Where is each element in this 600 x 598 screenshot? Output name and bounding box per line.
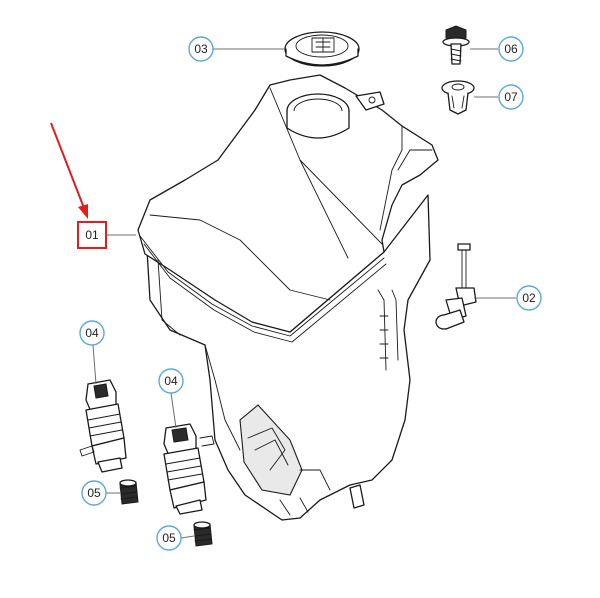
callout-05-left-label: 05 (87, 486, 101, 500)
washer-reservoir[interactable] (137, 74, 439, 521)
callout-05-right-label: 05 (162, 531, 176, 545)
callout-06-label: 06 (504, 42, 518, 56)
callout-04-right[interactable]: 04 (158, 368, 184, 394)
bolt[interactable] (442, 25, 470, 65)
callout-06[interactable]: 06 (498, 36, 524, 62)
callout-03[interactable]: 03 (188, 36, 214, 62)
callout-04-right-label: 04 (164, 374, 178, 388)
callout-01[interactable]: 01 (77, 221, 107, 249)
washer-pump-left[interactable] (79, 379, 127, 473)
level-sensor[interactable] (435, 243, 477, 330)
callout-05-left[interactable]: 05 (81, 480, 107, 506)
push-clip[interactable] (441, 80, 475, 115)
callout-07-label: 07 (504, 90, 518, 104)
callout-04-left[interactable]: 04 (79, 320, 105, 346)
reservoir-cap[interactable] (284, 31, 360, 67)
callout-02-label: 02 (522, 291, 536, 305)
red-arrow-icon (50, 122, 88, 219)
callout-02[interactable]: 02 (516, 285, 542, 311)
strainer-left[interactable] (119, 479, 139, 505)
callout-07[interactable]: 07 (498, 84, 524, 110)
callout-05-right[interactable]: 05 (156, 525, 182, 551)
callout-04-left-label: 04 (85, 326, 99, 340)
callout-01-label: 01 (85, 228, 99, 242)
strainer-right[interactable] (193, 521, 213, 547)
leader-lines (92, 48, 516, 539)
washer-pump-right[interactable] (163, 423, 215, 515)
callout-03-label: 03 (194, 42, 208, 56)
